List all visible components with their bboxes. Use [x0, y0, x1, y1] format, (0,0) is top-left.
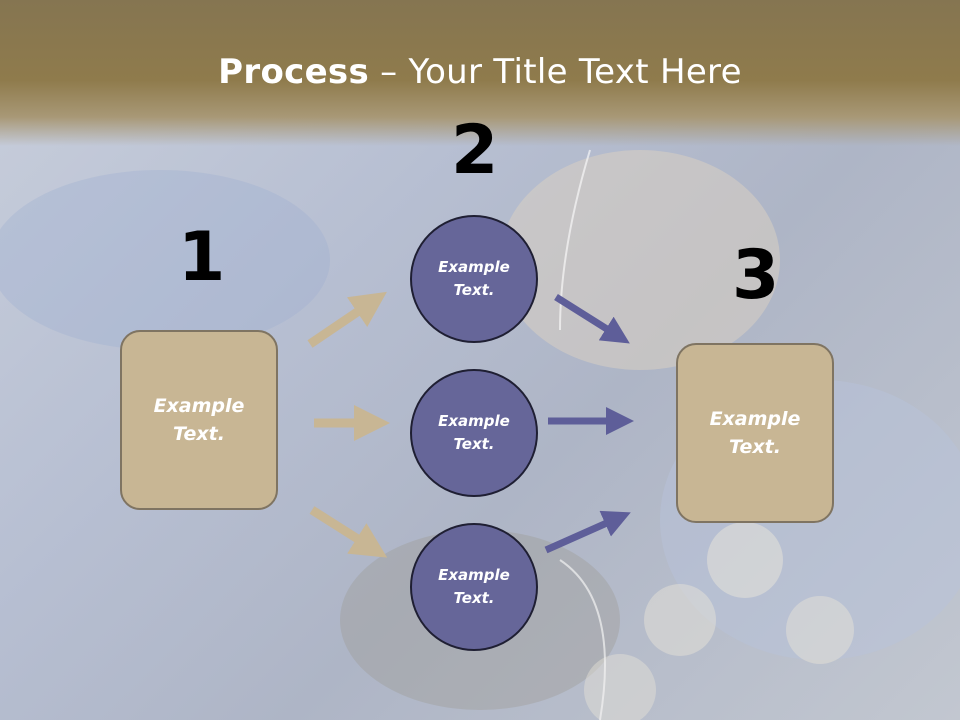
arrow-1-to-bottom: [309, 506, 388, 558]
step-3-label: Example Text.: [709, 407, 801, 459]
step-2-circle-bottom: Example Text.: [410, 523, 538, 651]
step-2-label-top: Example Text.: [438, 257, 510, 299]
step-2-circle-top: Example Text.: [410, 215, 538, 343]
step-number-3: 3: [732, 236, 780, 315]
step-number-2: 2: [451, 111, 499, 190]
arrow-1-to-top: [307, 291, 387, 348]
title-rest: – Your Title Text Here: [369, 52, 742, 92]
step-1-box: Example Text.: [120, 330, 278, 510]
arrow-top-to-3: [554, 294, 630, 344]
title-bold: Process: [218, 52, 370, 92]
arrow-bottom-to-3: [544, 510, 631, 554]
step-1-label: Example Text.: [153, 394, 245, 446]
title-band: [0, 0, 960, 146]
step-2-label-bottom: Example Text.: [438, 565, 510, 607]
step-2-circle-middle: Example Text.: [410, 369, 538, 497]
step-number-1: 1: [178, 218, 226, 297]
page-title: Process – Your Title Text Here: [0, 52, 960, 92]
step-2-label-middle: Example Text.: [438, 411, 510, 453]
step-3-box: Example Text.: [676, 343, 834, 523]
